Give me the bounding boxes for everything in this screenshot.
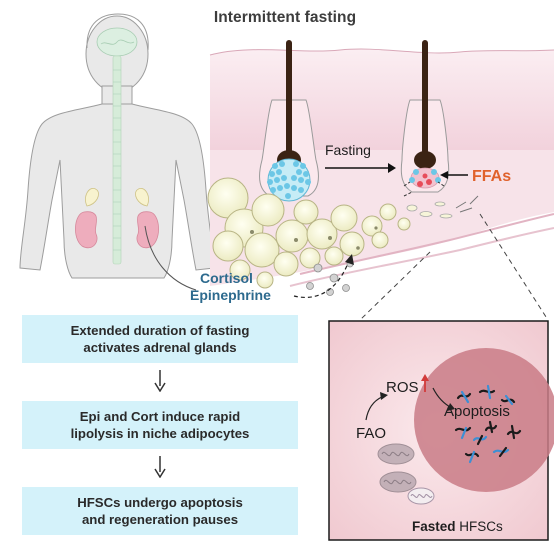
adrenal-glands <box>85 188 149 207</box>
step-arrow-1 <box>154 370 166 392</box>
step-box-1: Extended duration of fasting activates a… <box>22 315 298 363</box>
hair-outline <box>86 13 149 51</box>
ffas-arrowhead <box>440 171 448 179</box>
adipocyte-cluster <box>207 177 411 289</box>
hormone-arrow <box>293 257 351 299</box>
figure-title: Intermittent fasting <box>213 9 357 26</box>
ros-label: ROS <box>386 379 419 396</box>
apoptosis-label: Apoptosis <box>444 403 510 420</box>
shrinking-adipocytes <box>406 195 479 219</box>
stem-cells-fasted <box>409 169 441 187</box>
spinal-cord <box>112 55 122 265</box>
cortisol-label: Cortisol <box>200 270 253 286</box>
mitochondria <box>377 443 435 505</box>
apoptotic-cell <box>414 348 554 492</box>
step-arrow-2 <box>154 456 166 478</box>
epinephrine-label: Epinephrine <box>190 287 271 303</box>
fao-label: FAO <box>356 425 386 442</box>
ffas-label: FFAs <box>472 168 511 185</box>
fasting-label: Fasting <box>325 142 371 158</box>
fragmented-dna <box>454 384 522 464</box>
panel-caption: Fasted HFSCs <box>412 519 503 534</box>
ffa-release-dashes <box>403 181 445 197</box>
panel-caption-rest: HFSCs <box>455 519 503 534</box>
step-1-line-2: activates adrenal glands <box>83 340 237 355</box>
fasting-arrowhead <box>388 163 396 173</box>
step-1-line-1: Extended duration of fasting <box>70 323 250 338</box>
step-3-line-2: and regeneration pauses <box>81 512 239 527</box>
step-box-3: HFSCs undergo apoptosis and regeneration… <box>22 487 298 535</box>
hair-follicle-fasted <box>400 40 450 193</box>
fao-to-ros-arrowhead <box>380 392 388 400</box>
step-box-2: Epi and Cort induce rapid lipolysis in n… <box>22 401 298 449</box>
step-2-line-2: lipolysis in niche adipocytes <box>70 426 250 441</box>
step-2-line-1: Epi and Cort induce rapid <box>79 409 241 424</box>
hair-shaft <box>286 40 292 158</box>
adrenal-callout-line <box>144 225 197 291</box>
hormone-arrowhead <box>345 254 354 265</box>
step-3-line-1: HFSCs undergo apoptosis <box>77 495 243 510</box>
stem-cells-fed <box>267 161 311 199</box>
brain-icon <box>96 27 138 57</box>
kidney-icons <box>75 211 159 249</box>
adipocyte-nuclei <box>250 226 378 250</box>
ros-to-apoptosis-arrowhead <box>447 403 455 411</box>
zoom-lines <box>359 213 549 321</box>
panel-caption-bold: Fasted <box>412 519 456 534</box>
ros-increase-arrowhead <box>421 374 429 381</box>
